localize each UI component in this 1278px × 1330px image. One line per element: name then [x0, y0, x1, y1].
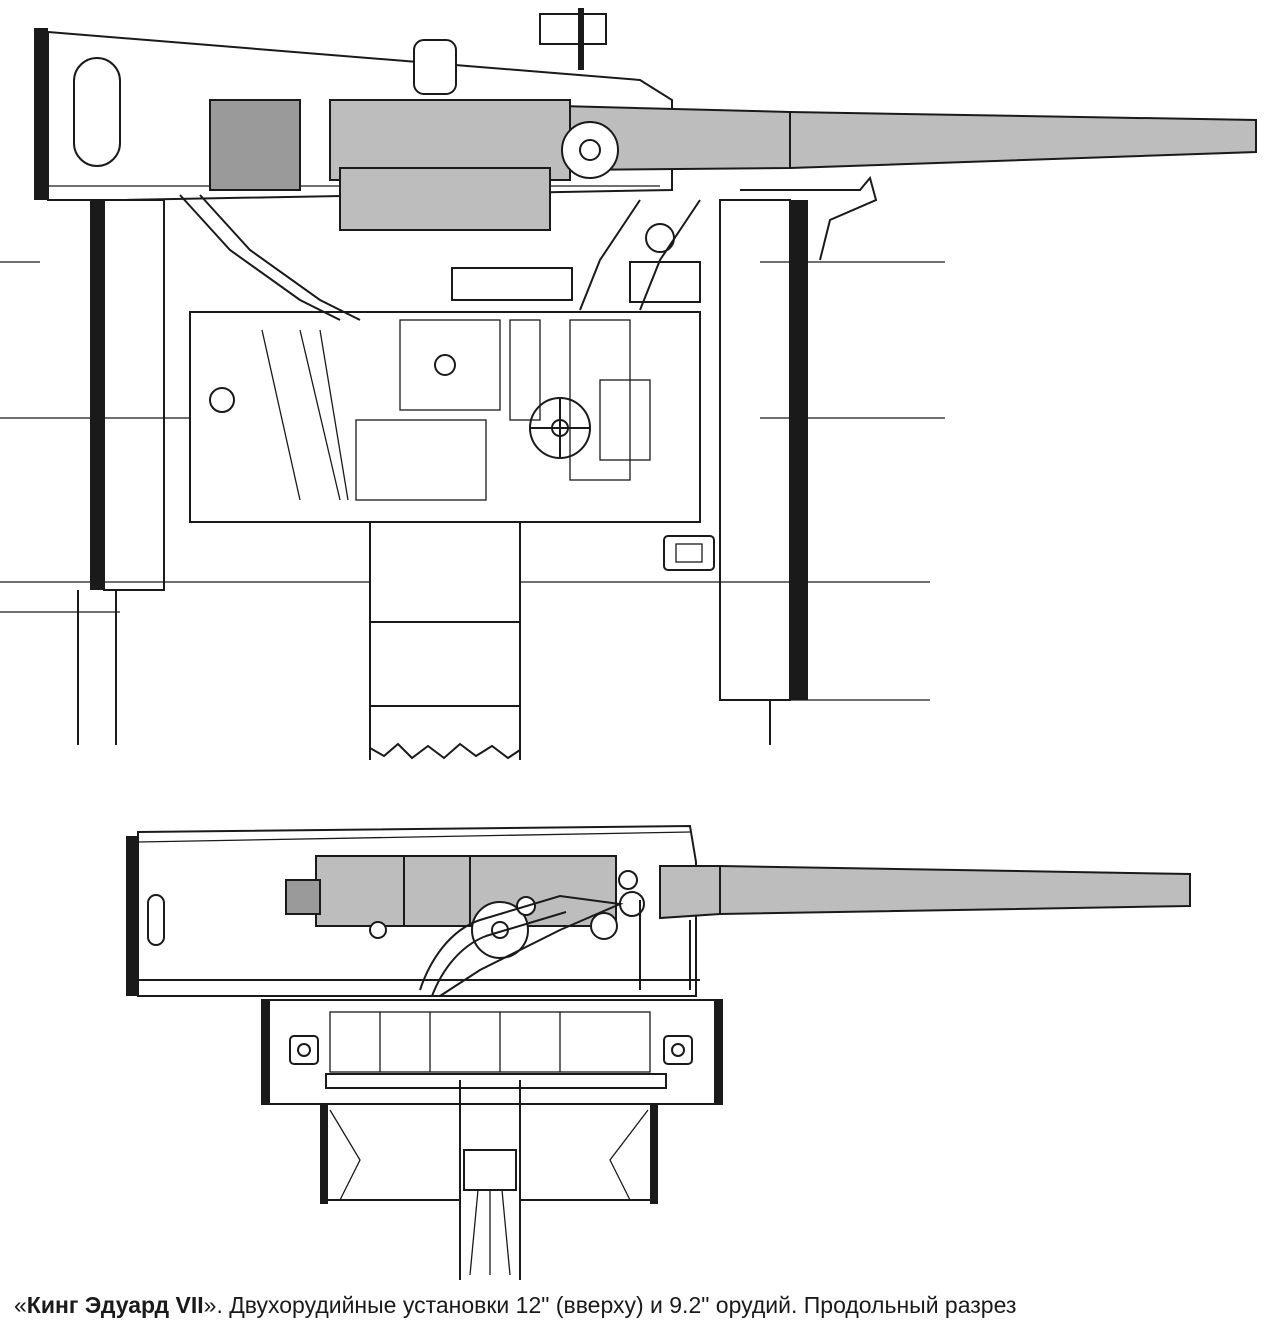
gun-12in: [209, 8, 1257, 231]
central-trunk-12in: [369, 522, 521, 760]
working-chamber-9-2in: [261, 999, 723, 1105]
barbette-armour-upper: [77, 199, 808, 745]
turret-9-2in-section: [126, 824, 1191, 1280]
caption-ship-name: Кинг Эдуард VII: [26, 1292, 204, 1318]
gun-9-2in: [285, 855, 1191, 959]
cradle-slide-9-2in: [419, 894, 691, 997]
gun-turret-sections-drawing: [0, 8, 1257, 1280]
caption-open-quote: «: [14, 1292, 27, 1318]
working-chamber-12in: [189, 311, 715, 571]
gunhouse-12in: [34, 28, 878, 261]
support-and-trunk-9-2in: [320, 1080, 658, 1280]
gunhouse-9-2in: [126, 824, 700, 997]
caption-text: ». Двухорудийные установки 12" (вверху) …: [203, 1292, 1017, 1318]
cradle-and-slide-12in: [179, 194, 701, 321]
turret-12in-section: [0, 8, 1257, 760]
figure-caption: «Кинг Эдуард VII». Двухорудийные установ…: [14, 1290, 1264, 1320]
